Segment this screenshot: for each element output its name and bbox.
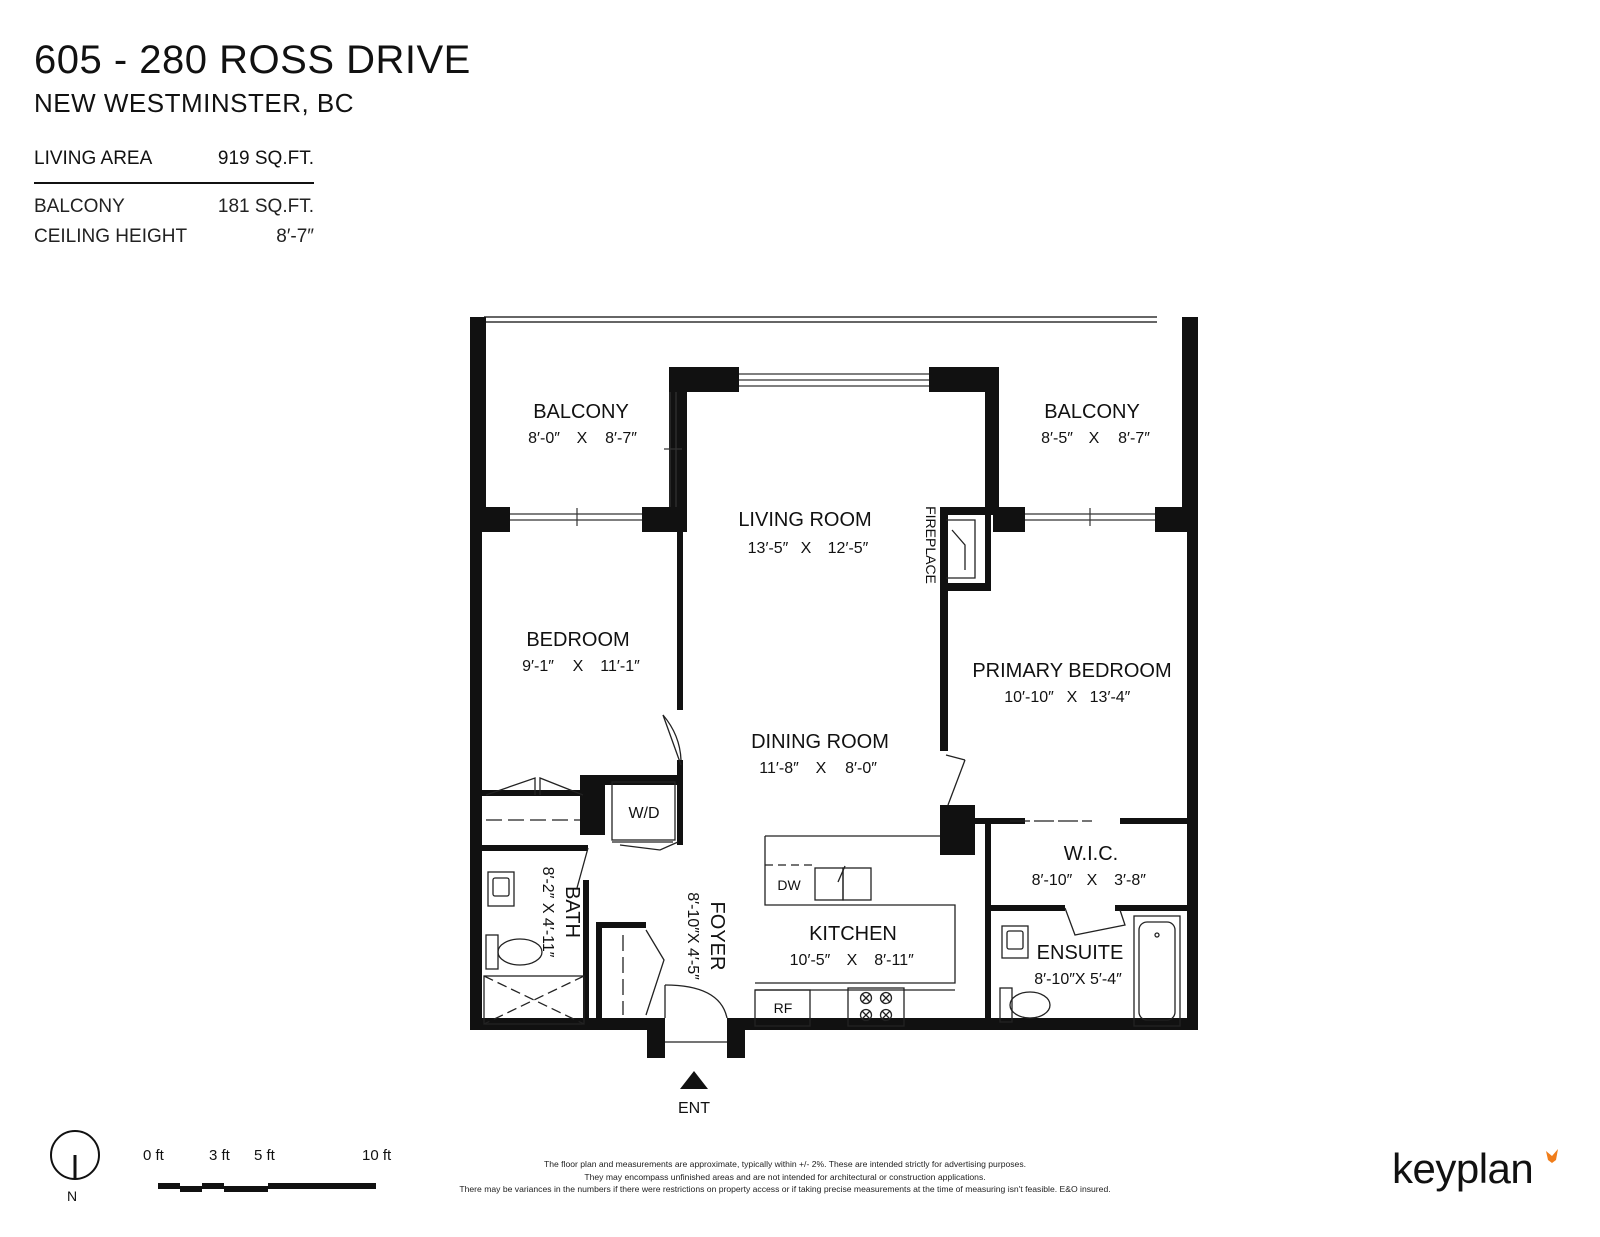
dishwasher-label: DW	[777, 877, 801, 893]
room-dims: 8′-2″ X 4′-11″	[539, 867, 556, 958]
balcony-railing	[484, 316, 1157, 323]
disclaimer-line: They may encompass unfinished areas and …	[584, 1171, 986, 1182]
room-label-ensuite: ENSUITE 8′-10″X 5′-4″	[1034, 942, 1123, 988]
room-dim-sep: X	[1087, 872, 1098, 889]
room-dim-a: 8′-5″	[1041, 430, 1073, 447]
brand-logo: keyplan	[1392, 1145, 1534, 1192]
compass-icon	[50, 1130, 100, 1180]
scale-label-3: 3 ft	[209, 1147, 230, 1164]
stat-living-area: LIVING AREA 919 SQ.FT.	[34, 148, 314, 170]
room-dim-sep: X	[1089, 430, 1100, 447]
scale-label-10: 10 ft	[362, 1147, 392, 1164]
stat-label: LIVING AREA	[34, 148, 153, 169]
room-name: BALCONY	[533, 401, 629, 423]
brand-mark-icon	[1546, 1149, 1558, 1163]
room-dim-b: 8′-11″	[874, 952, 914, 969]
room-dim-sep: X	[801, 540, 812, 557]
stat-balcony: BALCONY 181 SQ.FT.	[34, 196, 314, 218]
room-dim-a: 10′-10″	[1004, 689, 1054, 706]
room-label-dining-room: DINING ROOM 11′-8″ X 8′-0″	[751, 731, 889, 777]
stat-label: CEILING HEIGHT	[34, 226, 188, 247]
room-dim-a: 11′-8″	[759, 760, 799, 777]
stat-label: BALCONY	[34, 196, 125, 217]
room-label-kitchen: KITCHEN 10′-5″ X 8′-11″	[790, 923, 914, 969]
room-name: BEDROOM	[526, 629, 629, 651]
room-label-balcony-left: BALCONY 8′-0″ X 8′-7″	[528, 401, 637, 447]
room-name: BALCONY	[1044, 401, 1140, 423]
room-name: DINING ROOM	[751, 731, 889, 753]
interior-details	[483, 519, 1181, 1043]
refrigerator-label: RF	[774, 1000, 793, 1016]
room-label-living-room: LIVING ROOM 13′-5″ X 12′-5″	[738, 509, 871, 557]
room-name: KITCHEN	[809, 923, 897, 945]
fireplace-label: FIREPLACE	[923, 506, 939, 584]
scale-bar	[158, 1183, 376, 1192]
room-dim-a: 13′-5″	[748, 540, 789, 557]
stat-ceiling-height: CEILING HEIGHT 8′-7″	[34, 226, 314, 248]
room-dim-b: 11′-1″	[600, 658, 640, 675]
disclaimer-line: There may be variances in the numbers if…	[459, 1184, 1111, 1194]
room-dim-b: 3′-8″	[1114, 872, 1146, 889]
room-dim-sep: X	[577, 430, 588, 447]
room-dim-a: 8′-10″	[1032, 872, 1073, 889]
room-label-bath: BATH 8′-2″ X 4′-11″	[539, 867, 583, 958]
room-name: ENSUITE	[1037, 942, 1124, 964]
room-dim-b: 8′-0″	[845, 760, 877, 777]
room-dim-b: 12′-5″	[828, 540, 869, 557]
room-name: BATH	[561, 886, 583, 938]
room-dim-sep: X	[816, 760, 827, 777]
room-name: FOYER	[706, 902, 728, 971]
room-dim-a: 8′-0″	[528, 430, 560, 447]
walls	[470, 317, 1198, 1058]
room-name: W.I.C.	[1064, 843, 1118, 865]
room-name: LIVING ROOM	[738, 509, 871, 531]
page-title: 605 - 280 ROSS DRIVE	[34, 38, 471, 82]
entrance-label: ENT	[678, 1100, 710, 1117]
room-label-primary-bedroom: PRIMARY BEDROOM 10′-10″ X 13′-4″	[972, 660, 1171, 706]
room-dim-sep: X	[847, 952, 858, 969]
compass-label: N	[67, 1188, 78, 1204]
windows	[510, 373, 1155, 526]
disclaimer-line: The floor plan and measurements are appr…	[543, 1159, 1027, 1169]
stat-value: 919 SQ.FT.	[217, 148, 314, 169]
room-dim-a: 9′-1″	[522, 658, 554, 675]
washer-dryer-label: W/D	[628, 805, 659, 822]
entrance-arrow-icon	[680, 1071, 708, 1089]
room-name: PRIMARY BEDROOM	[972, 660, 1171, 682]
room-label-balcony-right: BALCONY 8′-5″ X 8′-7″	[1041, 401, 1150, 447]
scale-label-5: 5 ft	[254, 1147, 275, 1164]
disclaimer: The floor plan and measurements are appr…	[420, 1158, 1150, 1196]
room-dim-sep: X	[573, 658, 584, 675]
stat-divider	[34, 182, 314, 184]
stat-value: 181 SQ.FT.	[217, 196, 314, 217]
room-label-wic: W.I.C. 8′-10″ X 3′-8″	[1032, 843, 1147, 889]
room-dim-b: 13′-4″	[1090, 689, 1131, 706]
room-dim-a: 10′-5″	[790, 952, 831, 969]
room-dims: 8′-10″X 5′-4″	[1034, 971, 1122, 988]
room-label-bedroom: BEDROOM 9′-1″ X 11′-1″	[522, 629, 640, 675]
scale-label-0: 0 ft	[143, 1147, 164, 1164]
stat-value: 8′-7″	[276, 226, 314, 247]
room-dim-b: 8′-7″	[1118, 430, 1150, 447]
room-label-foyer: FOYER 8′-10″X 4′-5″	[684, 892, 728, 980]
room-dims: 8′-10″X 4′-5″	[684, 892, 701, 980]
room-dim-sep: X	[1067, 689, 1078, 706]
room-dim-b: 8′-7″	[605, 430, 637, 447]
page-subtitle: NEW WESTMINSTER, BC	[34, 88, 355, 118]
